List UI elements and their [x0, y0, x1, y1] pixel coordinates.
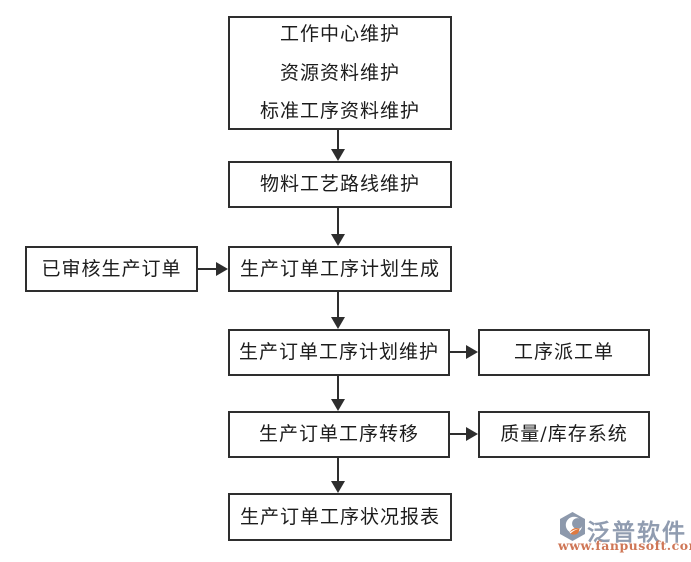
arrow-routing-to-plan-generation: [331, 208, 345, 246]
node-line: 资源资料维护: [279, 61, 400, 84]
fanpu-website-url: www.fanpusoft.com: [558, 538, 691, 553]
node-material-routing-maintenance: 物料工艺路线维护: [228, 161, 452, 208]
node-approved-production-order: 已审核生产订单: [25, 246, 198, 292]
node-label: 生产订单工序转移: [258, 423, 419, 446]
arrow-transfer-to-quality-inventory: [450, 427, 478, 441]
node-operation-status-report: 生产订单工序状况报表: [228, 493, 452, 541]
arrow-master-to-routing: [331, 130, 345, 161]
node-label: 物料工艺路线维护: [259, 173, 420, 196]
node-label: 生产订单工序计划维护: [238, 341, 439, 364]
fanpu-brand-name: 泛普软件: [587, 519, 687, 546]
node-label: 质量/库存系统: [500, 423, 628, 446]
node-operation-plan-maintenance: 生产订单工序计划维护: [228, 329, 450, 376]
arrow-transfer-to-report: [331, 458, 345, 493]
node-line: 标准工序资料维护: [259, 100, 420, 123]
arrow-maintenance-to-dispatch: [450, 345, 478, 359]
node-label: 已审核生产订单: [41, 257, 182, 280]
arrow-maintenance-to-transfer: [331, 376, 345, 411]
fanpu-logo-icon: [560, 512, 585, 541]
node-label: 生产订单工序状况报表: [239, 505, 440, 528]
arrow-approved-order-to-generation: [198, 262, 228, 276]
node-master-data-maintenance: 工作中心维护 资源资料维护 标准工序资料维护: [228, 16, 452, 130]
node-line: 工作中心维护: [279, 22, 400, 45]
node-operation-transfer: 生产订单工序转移: [228, 411, 450, 458]
node-operation-dispatch-order: 工序派工单: [478, 329, 650, 376]
node-label: 生产订单工序计划生成: [239, 257, 440, 280]
node-quality-inventory-system: 质量/库存系统: [478, 411, 650, 458]
node-operation-plan-generation: 生产订单工序计划生成: [228, 246, 452, 292]
node-label: 工序派工单: [513, 341, 614, 364]
arrow-generation-to-maintenance: [331, 292, 345, 329]
